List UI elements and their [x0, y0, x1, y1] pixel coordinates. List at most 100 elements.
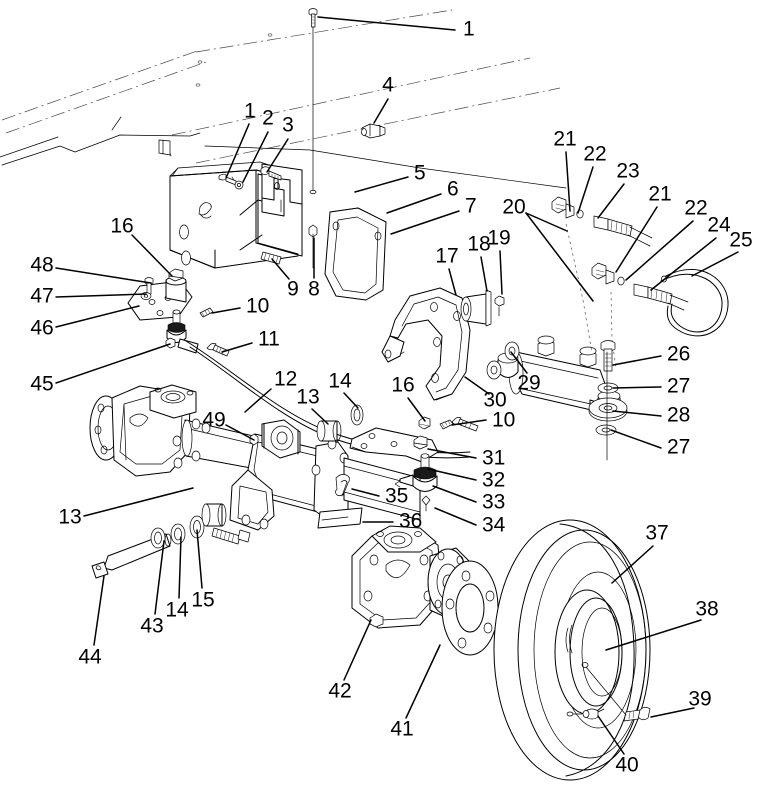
- callout-number-35: 35: [385, 485, 408, 508]
- callout-number-21: 21: [648, 183, 671, 206]
- steering-arm-item-17: [381, 287, 471, 401]
- callout-number-23: 23: [616, 160, 639, 183]
- leader-line: [317, 16, 456, 31]
- callout-number-16: 16: [391, 374, 414, 397]
- leader-line: [448, 268, 457, 296]
- callout-number-8: 8: [308, 278, 320, 301]
- leader-line: [625, 220, 694, 281]
- callout-number-38: 38: [695, 598, 718, 621]
- callout-number-11: 11: [258, 328, 280, 351]
- leader-line: [55, 293, 147, 298]
- leader-line: [311, 408, 329, 425]
- leader-line: [386, 193, 442, 214]
- leader-line: [405, 644, 441, 719]
- leader-line: [390, 210, 460, 235]
- washer-item-27-lower: [595, 424, 617, 436]
- leader-line: [427, 448, 477, 459]
- callout-number-31: 31: [482, 447, 505, 470]
- leader-line: [610, 429, 662, 449]
- callout-number-16: 16: [110, 215, 133, 238]
- leader-line: [597, 183, 625, 219]
- leader-line: [615, 206, 658, 273]
- bolt-item-11: [206, 342, 230, 357]
- washer-item-2: [234, 180, 244, 190]
- oring-item-22-lower: [617, 276, 625, 286]
- leader-line: [464, 376, 490, 395]
- callout-number-5: 5: [414, 162, 426, 185]
- steering-plate-item-31: [349, 419, 454, 463]
- bushing-item-28: [588, 397, 628, 422]
- hub-flange-item-41: [441, 560, 499, 656]
- leader-line: [221, 342, 253, 353]
- hose-item-25: [660, 268, 729, 337]
- callout-number-13: 13: [296, 386, 319, 409]
- leader-line: [55, 267, 152, 284]
- leader-line: [354, 176, 409, 193]
- leader-line: [499, 250, 503, 295]
- callout-number-1: 1: [463, 18, 475, 41]
- washer-item-14-mid: [350, 404, 364, 426]
- axle-housing-left: [89, 384, 263, 477]
- leader-line: [55, 305, 140, 328]
- callout-number-27: 27: [667, 436, 690, 459]
- callout-number-1: 1: [244, 100, 256, 123]
- bolt-item-30: [451, 416, 479, 432]
- leader-line: [612, 410, 662, 417]
- callout-number-29: 29: [517, 372, 540, 395]
- leader-line: [343, 619, 372, 681]
- leader-line: [577, 166, 594, 214]
- leader-line: [266, 138, 289, 173]
- bolt-item-19: [494, 295, 505, 317]
- leader-line: [525, 212, 568, 232]
- leader-line: [691, 251, 739, 277]
- clip-item-9: [260, 251, 282, 265]
- hose-end-item-23: [593, 215, 653, 247]
- callout-number-10: 10: [492, 409, 515, 432]
- gusset-plate: [324, 207, 387, 301]
- leader-line: [427, 468, 477, 481]
- spacer-item-18: [460, 289, 492, 327]
- callout-number-26: 26: [667, 343, 690, 366]
- callout-number-41: 41: [390, 718, 413, 741]
- callout-number-44: 44: [78, 646, 102, 669]
- leader-line: [432, 485, 477, 503]
- leader-line: [451, 419, 487, 426]
- leader-line: [225, 424, 255, 441]
- mount-bracket: [169, 161, 303, 269]
- chassis-frame-rails: [0, 9, 567, 189]
- callout-number-4: 4: [382, 74, 394, 97]
- callout-number-42: 42: [328, 680, 351, 703]
- callout-number-15: 15: [191, 589, 214, 612]
- leader-line: [597, 715, 625, 755]
- decal-item-36: [317, 507, 363, 529]
- pivot-plate-assembly: [127, 268, 193, 321]
- washer-item-14-left: [170, 523, 186, 545]
- leader-line: [650, 707, 695, 718]
- leader-line: [525, 212, 594, 302]
- callout-number-14: 14: [328, 370, 352, 393]
- leader-line: [612, 355, 662, 366]
- bolt-item-26: [600, 340, 616, 372]
- leader-line: [565, 151, 571, 212]
- callout-number-3: 3: [282, 114, 294, 137]
- leader-line: [407, 397, 426, 422]
- callout-number-27: 27: [667, 375, 690, 398]
- lug-bolt-item-39: [623, 706, 651, 722]
- leader-line: [510, 351, 528, 374]
- leader-line: [343, 392, 359, 409]
- callout-number-24: 24: [707, 214, 731, 237]
- bolt-item-1-top: [308, 8, 318, 28]
- callout-number-48: 48: [30, 254, 53, 277]
- callout-number-19: 19: [487, 227, 510, 250]
- leader-line: [178, 536, 182, 599]
- leader-line: [351, 488, 380, 497]
- clip-item-35: [335, 474, 350, 497]
- callout-number-30: 30: [483, 389, 506, 412]
- rim-item-38: [554, 589, 623, 715]
- callout-number-43: 43: [140, 615, 163, 638]
- fitting-item-4: [361, 123, 386, 139]
- callout-number-20: 20: [502, 196, 525, 219]
- callout-number-13: 13: [58, 506, 81, 529]
- leader-line: [131, 234, 173, 277]
